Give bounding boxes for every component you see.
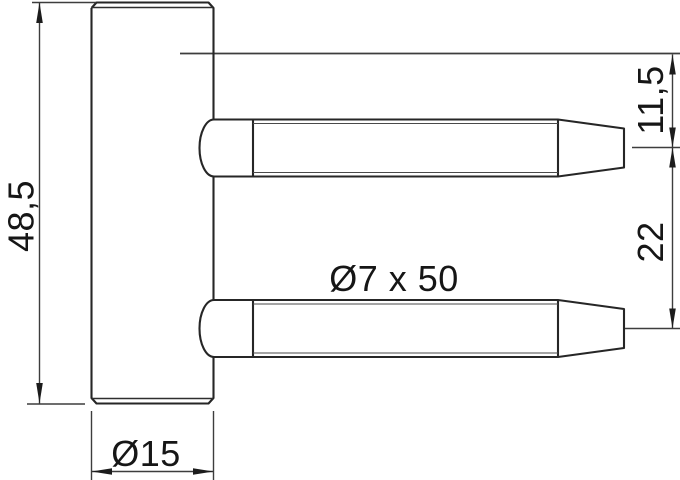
dimension-label-body-height: 48,5	[1, 180, 42, 252]
pin-bottom	[198, 298, 626, 359]
pin-top-outline	[198, 118, 626, 178]
arrowhead-up-icon	[36, 2, 43, 23]
hinge-body-outline	[90, 1, 215, 405]
dimension-label-body-diameter: Ø15	[111, 433, 181, 474]
body-outline	[90, 1, 215, 405]
arrowhead-down-icon	[36, 383, 43, 404]
label-pin-size: Ø7 x 50	[329, 258, 459, 299]
arrowhead-right-icon	[193, 468, 214, 475]
body-fill	[91, 2, 214, 404]
pin-top	[198, 118, 626, 178]
arrowhead-up-icon	[669, 147, 676, 168]
dimension-label-pin-spacing: 22	[630, 221, 671, 262]
arrowhead-down-icon	[669, 127, 676, 148]
hinge-body	[91, 2, 214, 404]
pin-bottom-outline	[198, 298, 626, 359]
dimension-body-diameter: Ø15	[90, 411, 215, 480]
dimension-body-height: 48,5	[1, 1, 96, 405]
dimension-label-pin-top-offset: 11,5	[630, 65, 671, 134]
arrowhead-left-icon	[91, 468, 112, 475]
arrowhead-up-icon	[669, 54, 676, 75]
dimension-pin-positions: 11,5 22	[625, 54, 680, 330]
arrowhead-down-icon	[669, 308, 676, 329]
pin-bottom-inner-edges	[253, 303, 558, 354]
pin-top-inner-edges	[253, 122, 558, 174]
